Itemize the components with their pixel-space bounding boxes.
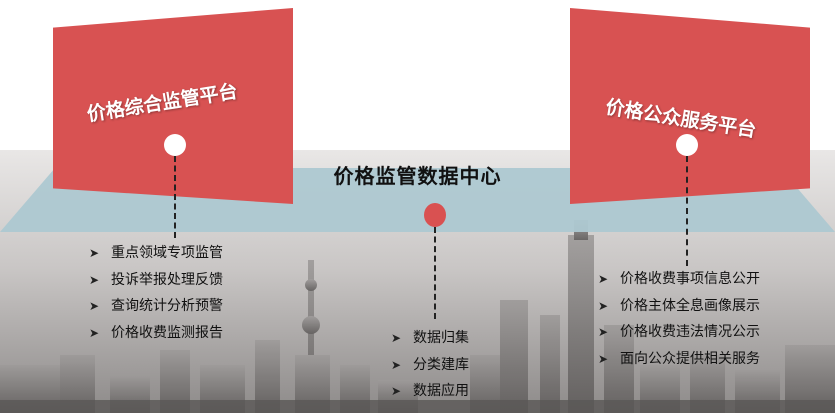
- list-item: ➤价格收费事项信息公开: [598, 266, 760, 293]
- list-item: ➤价格收费违法情况公示: [598, 319, 760, 346]
- hub-title: 价格监管数据中心: [333, 164, 502, 188]
- left-platform-list: ➤重点领域专项监管 ➤投诉举报处理反馈 ➤查询统计分析预警 ➤价格收费监测报告: [89, 240, 223, 346]
- hub-connector-dot: [424, 203, 446, 227]
- arrow-bullet-icon: ➤: [598, 351, 609, 366]
- arrow-bullet-icon: ➤: [391, 331, 402, 345]
- arrow-bullet-icon: ➤: [89, 299, 100, 313]
- arrow-bullet-icon: ➤: [89, 272, 100, 287]
- left-connector-dot: [164, 134, 186, 156]
- list-item: ➤查询统计分析预警: [89, 293, 223, 320]
- arrow-bullet-icon: ➤: [89, 325, 100, 340]
- right-dashed-connector: [686, 156, 688, 266]
- left-dashed-connector: [174, 156, 176, 238]
- list-item: ➤数据归集: [391, 325, 469, 352]
- public-service-platform-card: 价格公众服务平台: [570, 8, 810, 204]
- arrow-bullet-icon: ➤: [391, 384, 402, 398]
- list-item: ➤分类建库: [391, 352, 469, 379]
- arrow-bullet-icon: ➤: [598, 325, 609, 339]
- arrow-bullet-icon: ➤: [598, 298, 609, 313]
- comprehensive-supervision-platform-card: 价格综合监管平台: [53, 8, 293, 204]
- left-platform-title: 价格综合监管平台: [85, 80, 240, 126]
- right-connector-dot: [676, 134, 698, 156]
- list-item: ➤重点领域专项监管: [89, 240, 223, 267]
- list-item: ➤面向公众提供相关服务: [598, 346, 760, 373]
- list-item: ➤数据应用: [391, 378, 469, 405]
- arrow-bullet-icon: ➤: [598, 272, 609, 286]
- list-item: ➤投诉举报处理反馈: [89, 267, 223, 294]
- arrow-bullet-icon: ➤: [89, 246, 100, 260]
- list-item: ➤价格收费监测报告: [89, 320, 223, 347]
- list-item: ➤价格主体全息画像展示: [598, 293, 760, 320]
- right-platform-list: ➤价格收费事项信息公开 ➤价格主体全息画像展示 ➤价格收费违法情况公示 ➤面向公…: [598, 266, 760, 372]
- arrow-bullet-icon: ➤: [391, 357, 402, 372]
- hub-list: ➤数据归集 ➤分类建库 ➤数据应用: [391, 325, 469, 405]
- center-dashed-connector: [434, 227, 436, 319]
